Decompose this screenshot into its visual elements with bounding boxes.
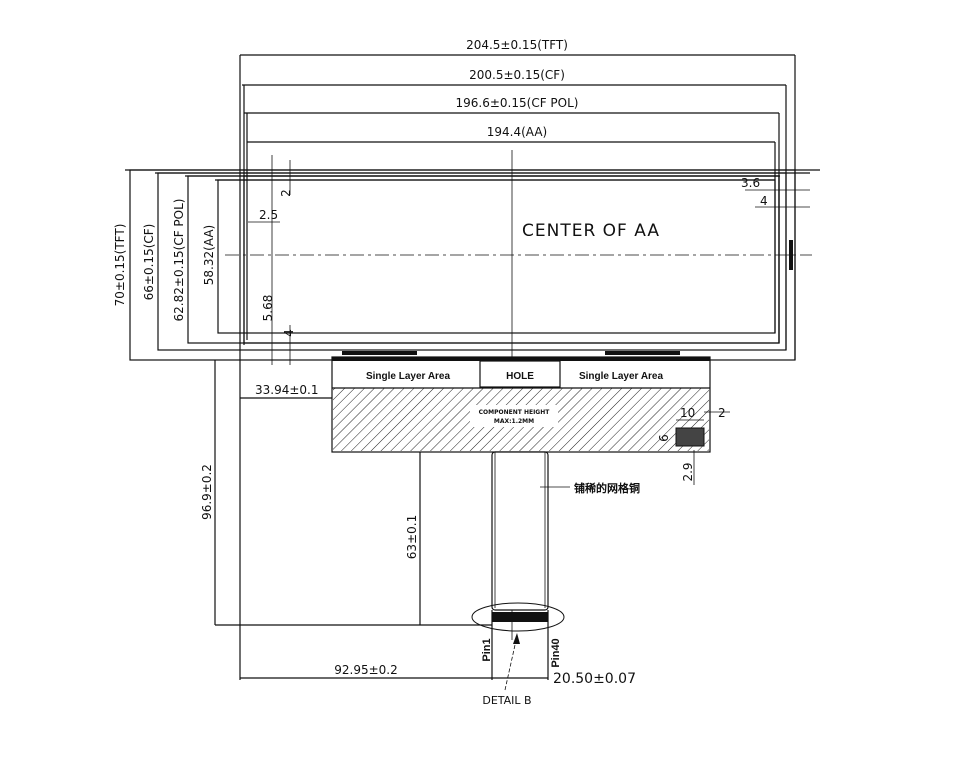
pin40-label: Pin40 [550,638,562,667]
dim-cf-width: 200.5±0.15(CF) [469,68,565,82]
mesh-copper-note: 铺稀的网格铜 [574,481,640,495]
dim-6: 6 [657,434,671,442]
single-layer-area-left: Single Layer Area [366,371,451,382]
hole-label: HOLE [506,371,534,382]
dim-3-6: 3.6 [741,176,760,190]
bottom-dimensions: 33.94±0.1 96.9±0.2 63±0.1 92.95±0.2 20.5… [200,360,636,707]
dim-2-9: 2.9 [681,462,695,481]
single-layer-area-right: Single Layer Area [579,371,664,382]
dim-4-left: 4 [282,329,296,337]
dim-2-right: 2 [718,406,726,420]
center-of-aa-label: CENTER OF AA [522,221,660,241]
dim-aa-height: 58.32(AA) [202,225,216,285]
dim-pol-width: 196.6±0.15(CF POL) [456,96,579,110]
dim-33-94: 33.94±0.1 [255,383,319,397]
detail-b-label: DETAIL B [482,694,531,707]
dim-tft-width: 204.5±0.15(TFT) [466,38,568,52]
dim-tft-height: 70±0.15(TFT) [113,224,127,307]
top-dimensions: 204.5±0.15(TFT) 200.5±0.15(CF) 196.6±0.1… [239,38,796,680]
dim-2-5: 2.5 [259,208,278,222]
dim-cf-height: 66±0.15(CF) [142,224,156,301]
pin1-label: Pin1 [481,638,493,661]
component-max-label: MAX:1.2MM [494,418,534,425]
dim-4-right: 4 [760,194,768,208]
fpc: Single Layer Area HOLE Single Layer Area… [331,351,730,680]
dim-5-68: 5.68 [261,295,275,322]
dim-96-9: 96.9±0.2 [200,464,214,520]
dim-10: 10 [680,406,695,420]
dim-2: 2 [279,189,293,197]
left-dimensions: 70±0.15(TFT) 66±0.15(CF) 62.82±0.15(CF P… [113,176,768,337]
component-height-label: COMPONENT HEIGHT [479,409,551,416]
dim-20-50: 20.50±0.07 [553,671,636,687]
dim-pol-height: 62.82±0.15(CF POL) [172,199,186,322]
dim-92-95: 92.95±0.2 [334,663,398,677]
dim-aa-width: 194.4(AA) [487,125,547,139]
panel-outlines [125,155,820,365]
dim-63: 63±0.1 [405,515,419,559]
